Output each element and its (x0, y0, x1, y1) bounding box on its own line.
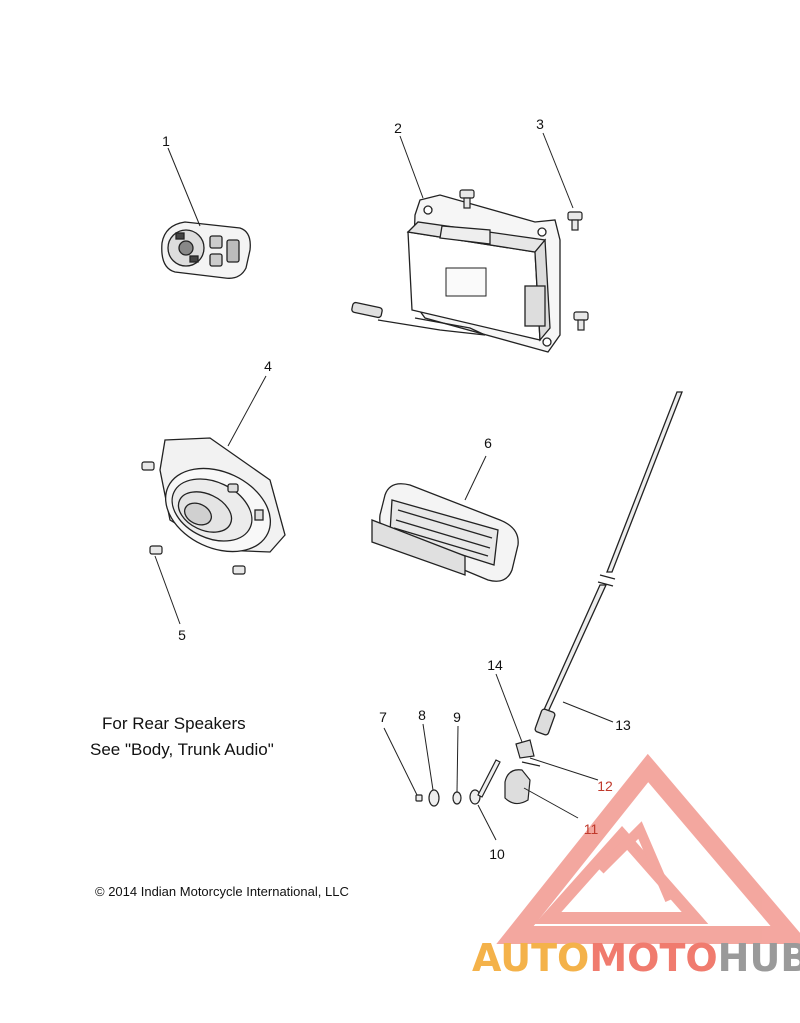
screw-icon (141, 461, 246, 575)
watermark-part-moto: MOTO (589, 936, 718, 980)
handlebar-control-switch-icon (161, 221, 251, 279)
antenna-mast-icon (534, 391, 683, 736)
antenna-mount-hardware-icon (415, 739, 541, 807)
note-line-1: For Rear Speakers (102, 714, 246, 733)
watermark-part-hub: HUB (717, 936, 800, 980)
watermark-text: AUTOMOTOHUB (472, 936, 800, 980)
radio-module-icon (351, 194, 561, 353)
callout-11: 11 (583, 821, 599, 837)
callout-5: 5 (178, 627, 186, 643)
watermark-part-auto: AUTO (472, 936, 590, 980)
callout-6: 6 (484, 435, 492, 451)
copyright-text: © 2014 Indian Motorcycle International, … (95, 884, 349, 899)
callout-4: 4 (264, 358, 272, 374)
callout-9: 9 (453, 709, 461, 725)
callout-12: 12 (597, 778, 613, 794)
screw-icon (459, 189, 589, 331)
callout-3: 3 (536, 116, 544, 132)
callout-1: 1 (162, 133, 170, 149)
watermark-logo-icon (496, 753, 800, 944)
callout-10: 10 (489, 846, 505, 862)
callout-13: 13 (615, 717, 631, 733)
callout-7: 7 (379, 709, 387, 725)
callout-2: 2 (394, 120, 402, 136)
callout-8: 8 (418, 707, 426, 723)
note-line-2: See "Body, Trunk Audio" (90, 740, 274, 759)
callout-14: 14 (487, 657, 503, 673)
speaker-grille-icon (371, 483, 519, 582)
speaker-icon (159, 437, 286, 553)
